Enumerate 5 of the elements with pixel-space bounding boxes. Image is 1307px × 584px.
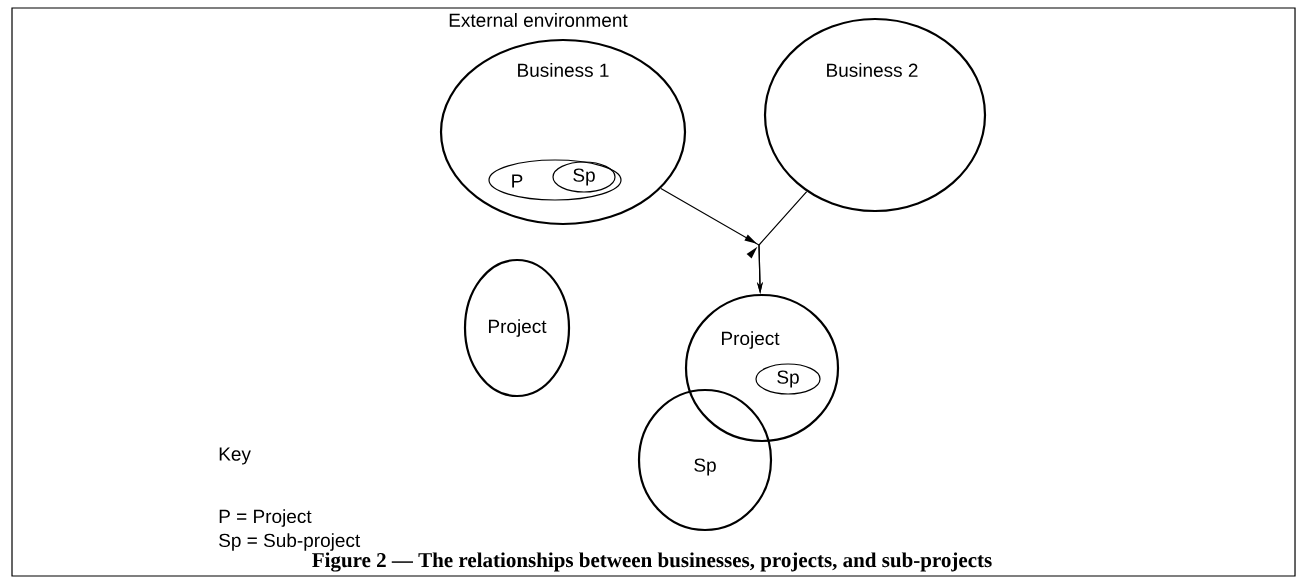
heading: External environment	[449, 13, 628, 27]
caption: Figure 2 — The relationships between businesses, projects, and sub-projects	[312, 552, 992, 572]
key-entry: P = Project	[219, 509, 312, 527]
key-heading: Key	[219, 447, 251, 465]
key-entry: Sp = Sub-project	[219, 533, 361, 551]
